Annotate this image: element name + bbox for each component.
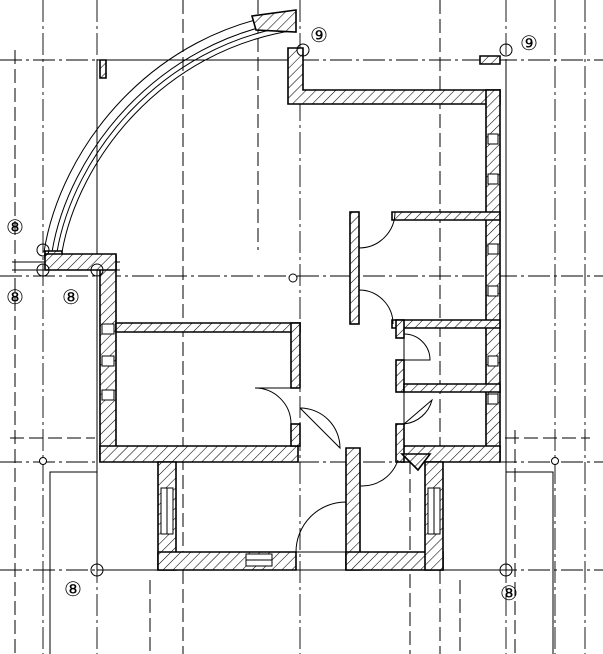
marker-8-mid-left: ⑧ bbox=[6, 285, 24, 309]
doors bbox=[254, 211, 433, 570]
marker-9-top: ⑨ bbox=[310, 23, 328, 47]
marker-9-right: ⑨ bbox=[520, 31, 538, 55]
marker-8-mid-inner: ⑧ bbox=[62, 285, 80, 309]
marker-8-bottom-right: ⑧ bbox=[500, 581, 518, 605]
axis-marker-labels: ⑨ ⑨ ⑧ ⑧ ⑧ ⑧ ⑧ bbox=[6, 23, 538, 605]
centre-point bbox=[288, 273, 298, 283]
marker-8-bottom-left: ⑧ bbox=[64, 577, 82, 601]
column-markers bbox=[36, 43, 559, 577]
marker-8-upper-left: ⑧ bbox=[6, 215, 24, 239]
windows bbox=[101, 133, 499, 567]
curved-bay-window bbox=[43, 9, 297, 259]
